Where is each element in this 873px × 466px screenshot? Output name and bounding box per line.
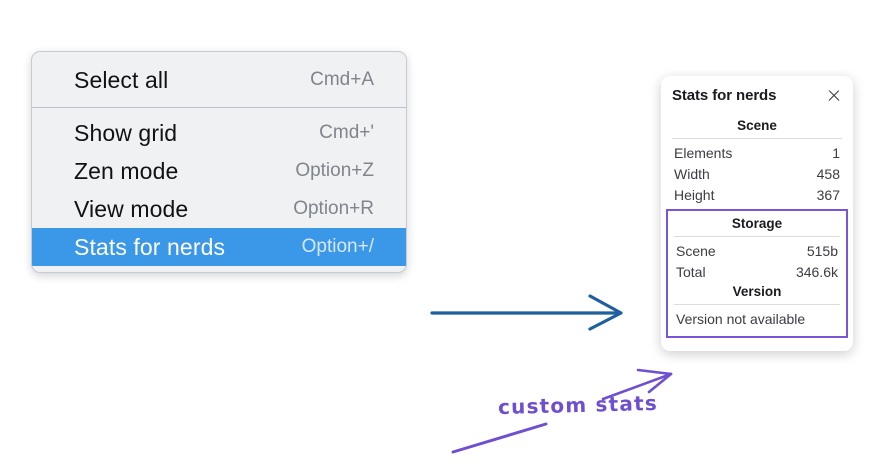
stats-panel-title: Stats for nerds [672, 87, 777, 104]
stat-label: Width [674, 165, 710, 182]
stats-panel-header: Stats for nerds [672, 87, 842, 104]
context-menu[interactable]: Select all Cmd+A Show grid Cmd+' Zen mod… [31, 51, 407, 273]
stat-row-height: Height 367 [672, 184, 842, 205]
stats-for-nerds-panel: Stats for nerds Scene Elements 1 Width 4… [661, 76, 853, 351]
menu-item-shortcut: Option+Z [295, 160, 374, 181]
menu-item-show-grid[interactable]: Show grid Cmd+' [32, 114, 406, 152]
menu-item-shortcut: Cmd+' [319, 122, 374, 143]
menu-item-label: Select all [74, 66, 169, 93]
stat-label: Elements [674, 144, 733, 161]
menu-item-view-mode[interactable]: View mode Option+R [32, 190, 406, 228]
version-section-heading: Version [732, 284, 782, 299]
divider [674, 236, 840, 237]
menu-item-zen-mode[interactable]: Zen mode Option+Z [32, 152, 406, 190]
menu-item-label: Stats for nerds [74, 233, 226, 260]
stat-value: 458 [816, 165, 840, 182]
custom-stats-annotation-label: custom stats [497, 390, 659, 420]
menu-item-select-all[interactable]: Select all Cmd+A [32, 61, 406, 99]
purple-underline-stroke [451, 422, 548, 454]
close-icon[interactable] [826, 88, 842, 104]
menu-section-2: Show grid Cmd+' Zen mode Option+Z View m… [32, 108, 406, 272]
menu-item-shortcut: Option+R [293, 198, 374, 219]
menu-item-label: Show grid [74, 119, 178, 146]
stat-row-storage-total: Total 346.6k [674, 261, 840, 282]
purple-arrow-icon [601, 368, 673, 401]
menu-item-label: View mode [74, 195, 189, 222]
stat-label: Height [674, 186, 715, 203]
stat-value: 515b [806, 242, 838, 259]
scene-section-heading: Scene [737, 118, 777, 133]
divider [674, 304, 840, 305]
menu-divider [32, 107, 406, 108]
divider [672, 138, 842, 139]
blue-arrow-icon [430, 294, 623, 331]
storage-section-heading: Storage [731, 216, 783, 231]
menu-item-stats-for-nerds[interactable]: Stats for nerds Option+/ [32, 228, 406, 266]
menu-item-label: Zen mode [74, 157, 179, 184]
stat-value: 1 [832, 144, 840, 161]
stat-value: 346.6k [795, 263, 838, 280]
stat-row-storage-scene: Scene 515b [674, 240, 840, 261]
stat-value: 367 [816, 186, 840, 203]
stat-row-elements: Elements 1 [672, 142, 842, 163]
menu-item-shortcut: Option+/ [301, 236, 374, 257]
custom-stats-highlight-box: Storage Scene 515b Total 346.6k Version … [666, 209, 848, 338]
stat-row-width: Width 458 [672, 163, 842, 184]
menu-item-shortcut: Cmd+A [310, 69, 374, 90]
stat-label: Total [676, 263, 706, 280]
version-text: Version not available [676, 311, 806, 327]
stat-label: Scene [676, 242, 716, 259]
menu-section-1: Select all Cmd+A [32, 52, 406, 107]
